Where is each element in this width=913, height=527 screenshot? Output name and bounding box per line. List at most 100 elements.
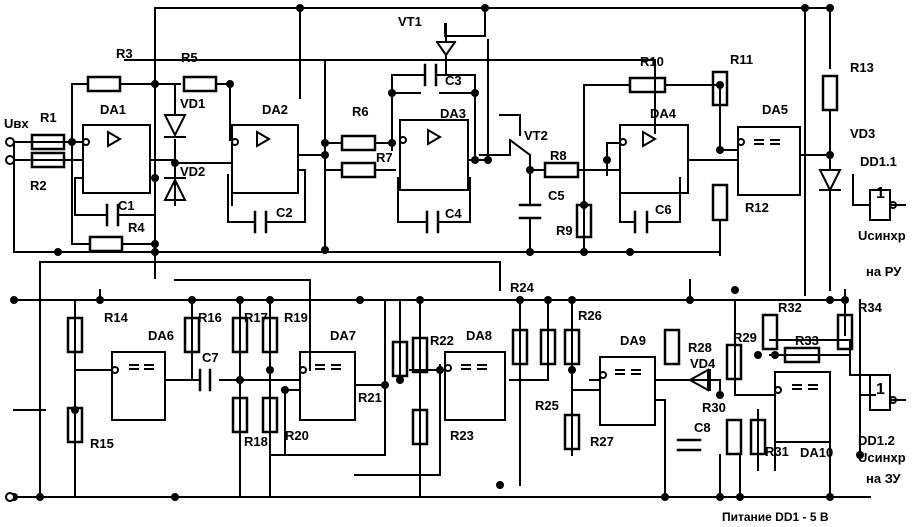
label-c8: C8	[694, 420, 711, 435]
label-da4: DA4	[650, 106, 677, 121]
label-r3: R3	[116, 46, 133, 61]
label-vt2: VT2	[524, 128, 548, 143]
label-r29: R29	[733, 330, 757, 345]
label-c5: C5	[548, 188, 565, 203]
label-c2: C2	[276, 205, 293, 220]
label-r11: R11	[730, 52, 753, 67]
resistor-r8	[543, 161, 580, 179]
label-sync-zu-2: на ЗУ	[866, 471, 901, 486]
resistor-r18	[231, 396, 249, 434]
capacitor-c8	[676, 438, 702, 452]
capacitor-c6	[633, 210, 649, 234]
label-dd12: DD1.2	[858, 433, 895, 448]
resistor-r13	[821, 74, 839, 112]
resistor-r10	[628, 76, 667, 94]
resistor-r3	[86, 75, 122, 93]
capacitor-c1	[105, 203, 120, 227]
label-da8: DA8	[466, 328, 492, 343]
label-r30: R30	[702, 400, 726, 415]
label-r16: R16	[198, 310, 222, 325]
capacitor-c2	[253, 210, 268, 234]
label-r14: R14	[104, 310, 129, 325]
label-vd4: VD4	[690, 356, 716, 371]
resistor-r22	[411, 336, 429, 374]
resistor-r24	[511, 328, 529, 366]
label-r27: R27	[590, 434, 614, 449]
resistor-r17	[231, 316, 249, 354]
diode-vd4	[687, 368, 711, 392]
label-r17: R17	[244, 310, 268, 325]
label-sync-zu-1: Uсинхр	[858, 450, 906, 465]
label-r23: R23	[450, 428, 474, 443]
capacitor-c3	[423, 63, 438, 87]
wires-upper	[13, 7, 906, 296]
label-c6: C6	[655, 202, 672, 217]
label-r5: R5	[181, 50, 198, 65]
ic-da1	[82, 124, 151, 194]
label-r18: R18	[244, 434, 268, 449]
resistor-r11	[711, 70, 729, 107]
label-r25: R25	[535, 398, 559, 413]
label-da5: DA5	[762, 102, 788, 117]
label-r1: R1	[40, 110, 57, 125]
label-r20: R20	[285, 428, 309, 443]
ic-da4	[619, 124, 689, 194]
label-da3: DA3	[440, 106, 466, 121]
label-da10: DA10	[800, 445, 833, 460]
junction-dots	[10, 4, 864, 501]
ic-da7	[299, 351, 356, 421]
resistor-r12	[711, 183, 729, 222]
resistor-r31	[749, 418, 767, 456]
resistor-r27	[563, 413, 581, 451]
label-da6: DA6	[148, 328, 174, 343]
resistor-r16	[183, 316, 201, 354]
ic-da2	[231, 124, 299, 194]
label-c7: C7	[202, 350, 219, 365]
label-r12: R12	[745, 200, 769, 215]
resistor-r5	[182, 75, 218, 93]
label-r32: R32	[778, 300, 802, 315]
label-r26: R26	[578, 308, 602, 323]
label-r8: R8	[550, 148, 567, 163]
label-r15: R15	[90, 436, 114, 451]
resistor-r7	[340, 161, 377, 179]
ic-da6	[111, 351, 166, 421]
diode-vd2	[163, 177, 187, 201]
resistor-r14	[66, 316, 84, 354]
label-power: Питание DD1 - 5 В	[722, 510, 829, 524]
capacitor-c7	[198, 368, 212, 392]
label-vd1: VD1	[180, 96, 205, 111]
label-r24: R24	[510, 280, 535, 295]
ic-da10	[774, 371, 831, 443]
label-da9: DA9	[620, 333, 646, 348]
resistor-r28	[663, 328, 681, 366]
label-da2: DA2	[262, 102, 288, 117]
label-da7: DA7	[330, 328, 356, 343]
label-vt1: VT1	[398, 14, 422, 29]
label-r2: R2	[30, 178, 47, 193]
resistor-r1	[30, 133, 66, 151]
label-c3: C3	[445, 73, 462, 88]
label-r22: R22	[430, 333, 454, 348]
ic-da3	[399, 119, 469, 191]
label-r19: R19	[284, 310, 308, 325]
label-r4: R4	[128, 220, 145, 235]
resistor-r26	[563, 328, 581, 366]
ic-da5	[737, 126, 801, 196]
input-terminals	[5, 137, 15, 502]
capacitor-c4	[425, 210, 440, 234]
label-r10: R10	[640, 54, 664, 69]
label-r28: R28	[688, 340, 712, 355]
label-vd2: VD2	[180, 164, 205, 179]
capacitors	[105, 63, 702, 452]
wires-lower	[13, 261, 906, 498]
label-r34: R34	[858, 300, 883, 315]
resistor-r30	[725, 418, 743, 456]
label-r9: R9	[556, 223, 573, 238]
resistor-r34	[836, 313, 854, 351]
diode-vd3	[818, 169, 842, 193]
resistor-r2	[30, 151, 66, 169]
resistor-r33	[783, 346, 821, 364]
